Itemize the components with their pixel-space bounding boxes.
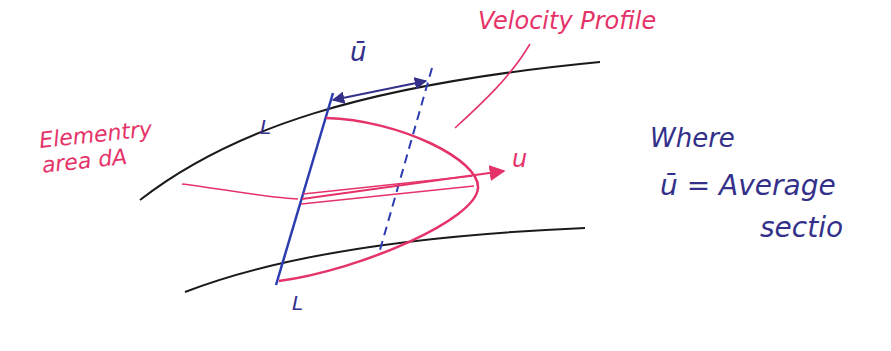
label-anchor: Elementry area dA: [38, 128, 173, 179]
leader-line: [182, 184, 298, 199]
label-anchor: Velocity Profile: [478, 8, 656, 36]
section-line: [276, 93, 333, 285]
lower-boundary: [185, 228, 585, 292]
velocity-profile-curve: [279, 118, 478, 281]
label-anchor: L: [292, 292, 303, 315]
callout-label: Elementry area dA: [38, 114, 178, 178]
section-mark: L: [292, 292, 303, 315]
dimension-arrow: [333, 81, 426, 100]
dimension-label: ū: [350, 38, 366, 68]
leader-line: [455, 44, 530, 128]
label-anchor: Where: [650, 124, 735, 154]
label-anchor: L: [260, 116, 271, 139]
callout-label: Velocity Profile: [478, 8, 656, 36]
velocity-arrow: [302, 171, 504, 199]
note-text: ū = Average: [660, 170, 836, 202]
section-mark: L: [260, 116, 271, 139]
label-anchor: sectio: [760, 212, 843, 244]
upper-boundary: [140, 62, 600, 200]
label-anchor: u: [512, 146, 527, 174]
average-velocity-line: [380, 68, 432, 250]
note-text: Where: [650, 124, 735, 154]
note-text: sectio: [760, 212, 843, 244]
label-anchor: ū = Average: [660, 170, 836, 202]
label-anchor: ū: [350, 38, 366, 68]
velocity-symbol: u: [512, 146, 527, 174]
